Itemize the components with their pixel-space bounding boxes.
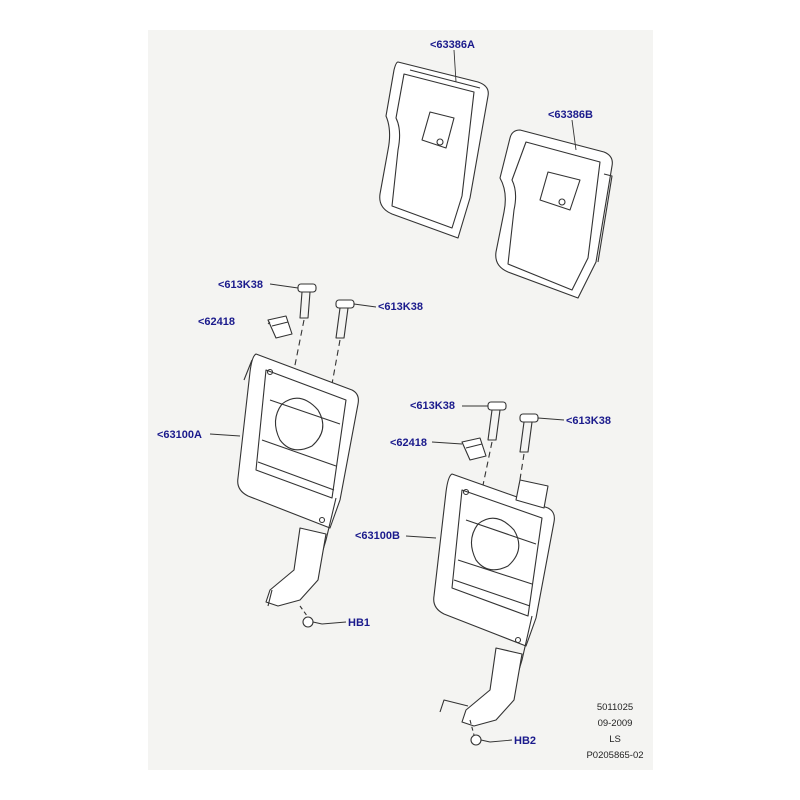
bolt-hb1 bbox=[302, 616, 323, 628]
callout-63386b[interactable]: <63386B bbox=[548, 109, 593, 121]
callout-63100b[interactable]: <63100B bbox=[355, 530, 400, 542]
callout-613k38-right-1[interactable]: <613K38 bbox=[410, 400, 455, 412]
callout-63386a[interactable]: <63386A bbox=[430, 39, 475, 51]
bolt-right-1 bbox=[481, 401, 507, 491]
bolt-left-1 bbox=[291, 283, 317, 381]
callout-62418-right[interactable]: <62418 bbox=[390, 437, 428, 449]
callout-hb2[interactable]: HB2 bbox=[514, 735, 537, 747]
callout-613k38-left-1[interactable]: <613K38 bbox=[218, 279, 263, 291]
seat-back-cover-b bbox=[495, 129, 613, 299]
leader-lines bbox=[209, 49, 577, 743]
clip-right bbox=[461, 437, 487, 461]
stamp-number: 5011025 bbox=[596, 702, 634, 713]
bolt-left-2 bbox=[329, 299, 355, 396]
seat-back-cover-a bbox=[379, 61, 489, 239]
clip-left bbox=[267, 315, 293, 339]
callout-613k38-right-2[interactable]: <613K38 bbox=[566, 415, 611, 427]
callout-613k38-left-2[interactable]: <613K38 bbox=[378, 301, 423, 313]
stamp-initials: LS bbox=[609, 734, 621, 745]
stamp-drawing-id: P0205865-02 bbox=[586, 750, 644, 761]
stamp-date: 09-2009 bbox=[597, 718, 633, 729]
callout-hb1[interactable]: HB1 bbox=[348, 617, 371, 629]
seat-back-frame-b bbox=[433, 473, 555, 736]
seat-back-frame-a bbox=[237, 353, 359, 621]
callout-62418-left[interactable]: <62418 bbox=[198, 316, 236, 328]
callout-63100a[interactable]: <63100A bbox=[157, 429, 202, 441]
bolt-hb2 bbox=[470, 734, 491, 746]
